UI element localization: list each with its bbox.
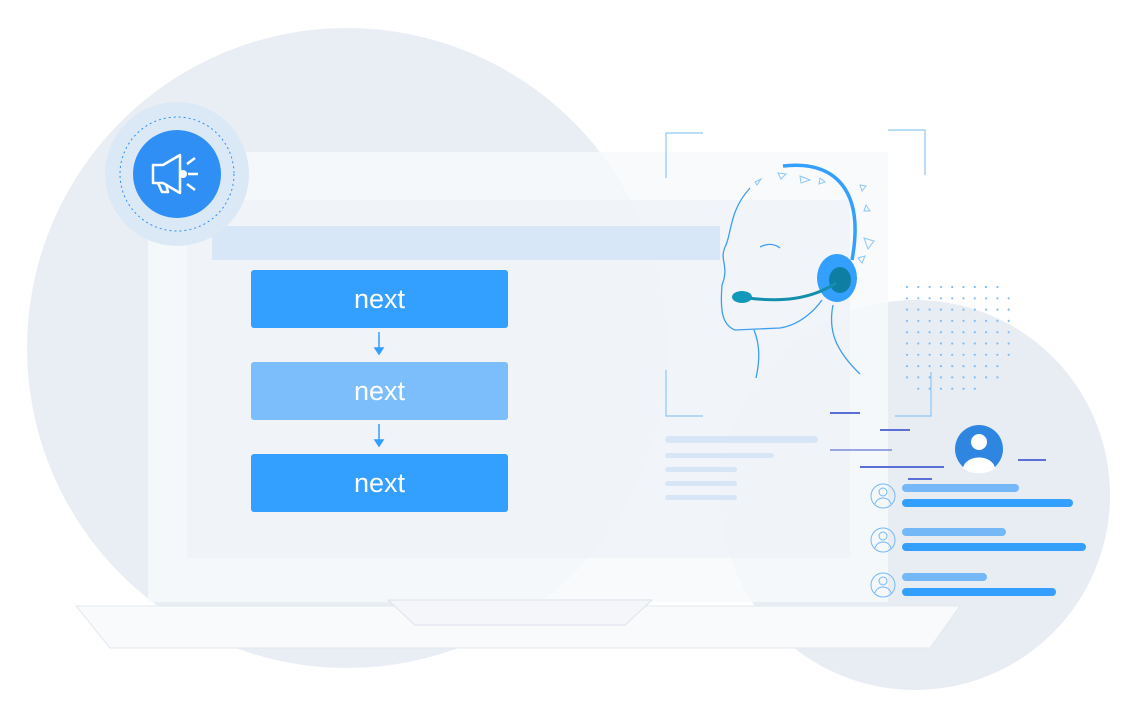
megaphone-icon bbox=[151, 153, 198, 195]
user-avatar-icon bbox=[955, 425, 1003, 474]
headset-agent-icon bbox=[720, 163, 875, 379]
megaphone-badge bbox=[133, 130, 221, 218]
focus-brackets bbox=[665, 129, 932, 417]
user-icon bbox=[870, 572, 896, 598]
user-icon bbox=[870, 483, 896, 509]
laptop-trackpad bbox=[386, 599, 654, 626]
user-list bbox=[870, 483, 1086, 598]
list-item bbox=[870, 527, 1086, 553]
dot-grid bbox=[905, 285, 1010, 390]
next-button-3[interactable]: next bbox=[251, 454, 508, 512]
list-item bbox=[870, 572, 1056, 598]
next-button-1[interactable]: next bbox=[251, 270, 508, 328]
placeholder-text-lines bbox=[665, 436, 818, 500]
speed-lines bbox=[830, 412, 1046, 480]
laptop-base bbox=[74, 605, 961, 649]
next-button-2[interactable]: next bbox=[251, 362, 508, 420]
headset-microphone bbox=[732, 291, 752, 303]
user-icon bbox=[870, 527, 896, 553]
flow-arrows bbox=[373, 332, 385, 448]
list-item bbox=[870, 483, 1073, 509]
screen-header-bar bbox=[212, 226, 720, 260]
